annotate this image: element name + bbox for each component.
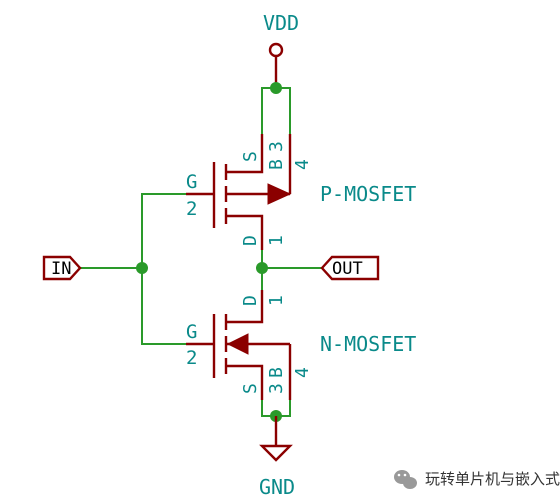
pmos-drain-pin: 1 (266, 235, 287, 246)
pmos-source-pin: 3 (266, 141, 287, 152)
nmos-name-label: N-MOSFET (320, 332, 416, 356)
nmos-drain-label: D (240, 295, 261, 306)
input-wires (80, 193, 186, 345)
nmos-source-pin: 3 (266, 383, 287, 394)
gnd-symbol (259, 444, 293, 462)
nmos-transistor (186, 290, 292, 400)
watermark-text: 玩转单片机与嵌入式 (425, 470, 560, 488)
vdd-label: VDD (263, 11, 299, 35)
nmos-body-label: B (266, 367, 287, 378)
pmos-body-pin: 4 (292, 159, 313, 170)
nmos-source-label: S (240, 383, 261, 394)
input-port-label: IN (51, 259, 71, 279)
output-port: OUT (320, 255, 380, 281)
input-port: IN (42, 255, 82, 281)
nmos-gate-label: G (186, 321, 197, 343)
nmos-drain-pin: 1 (266, 295, 287, 306)
vdd-symbol (268, 42, 284, 58)
pmos-name-label: P-MOSFET (320, 182, 416, 206)
output-wires (261, 250, 322, 290)
input-junction (136, 262, 148, 274)
pmos-body-label: B (266, 159, 287, 170)
pmos-gate-pin: 2 (186, 198, 197, 220)
pmos-drain-label: D (240, 235, 261, 246)
wechat-icon (394, 470, 417, 489)
nmos-gate-pin: 2 (186, 347, 197, 369)
pmos-supply-wires (261, 87, 291, 150)
output-port-label: OUT (332, 259, 363, 279)
vdd-junction (270, 82, 282, 94)
pmos-gate-label: G (186, 171, 197, 193)
gnd-label: GND (259, 475, 295, 499)
nmos-body-pin: 4 (292, 367, 313, 378)
pmos-source-label: S (240, 151, 261, 162)
output-junction (256, 262, 268, 274)
pmos-transistor (186, 134, 292, 250)
